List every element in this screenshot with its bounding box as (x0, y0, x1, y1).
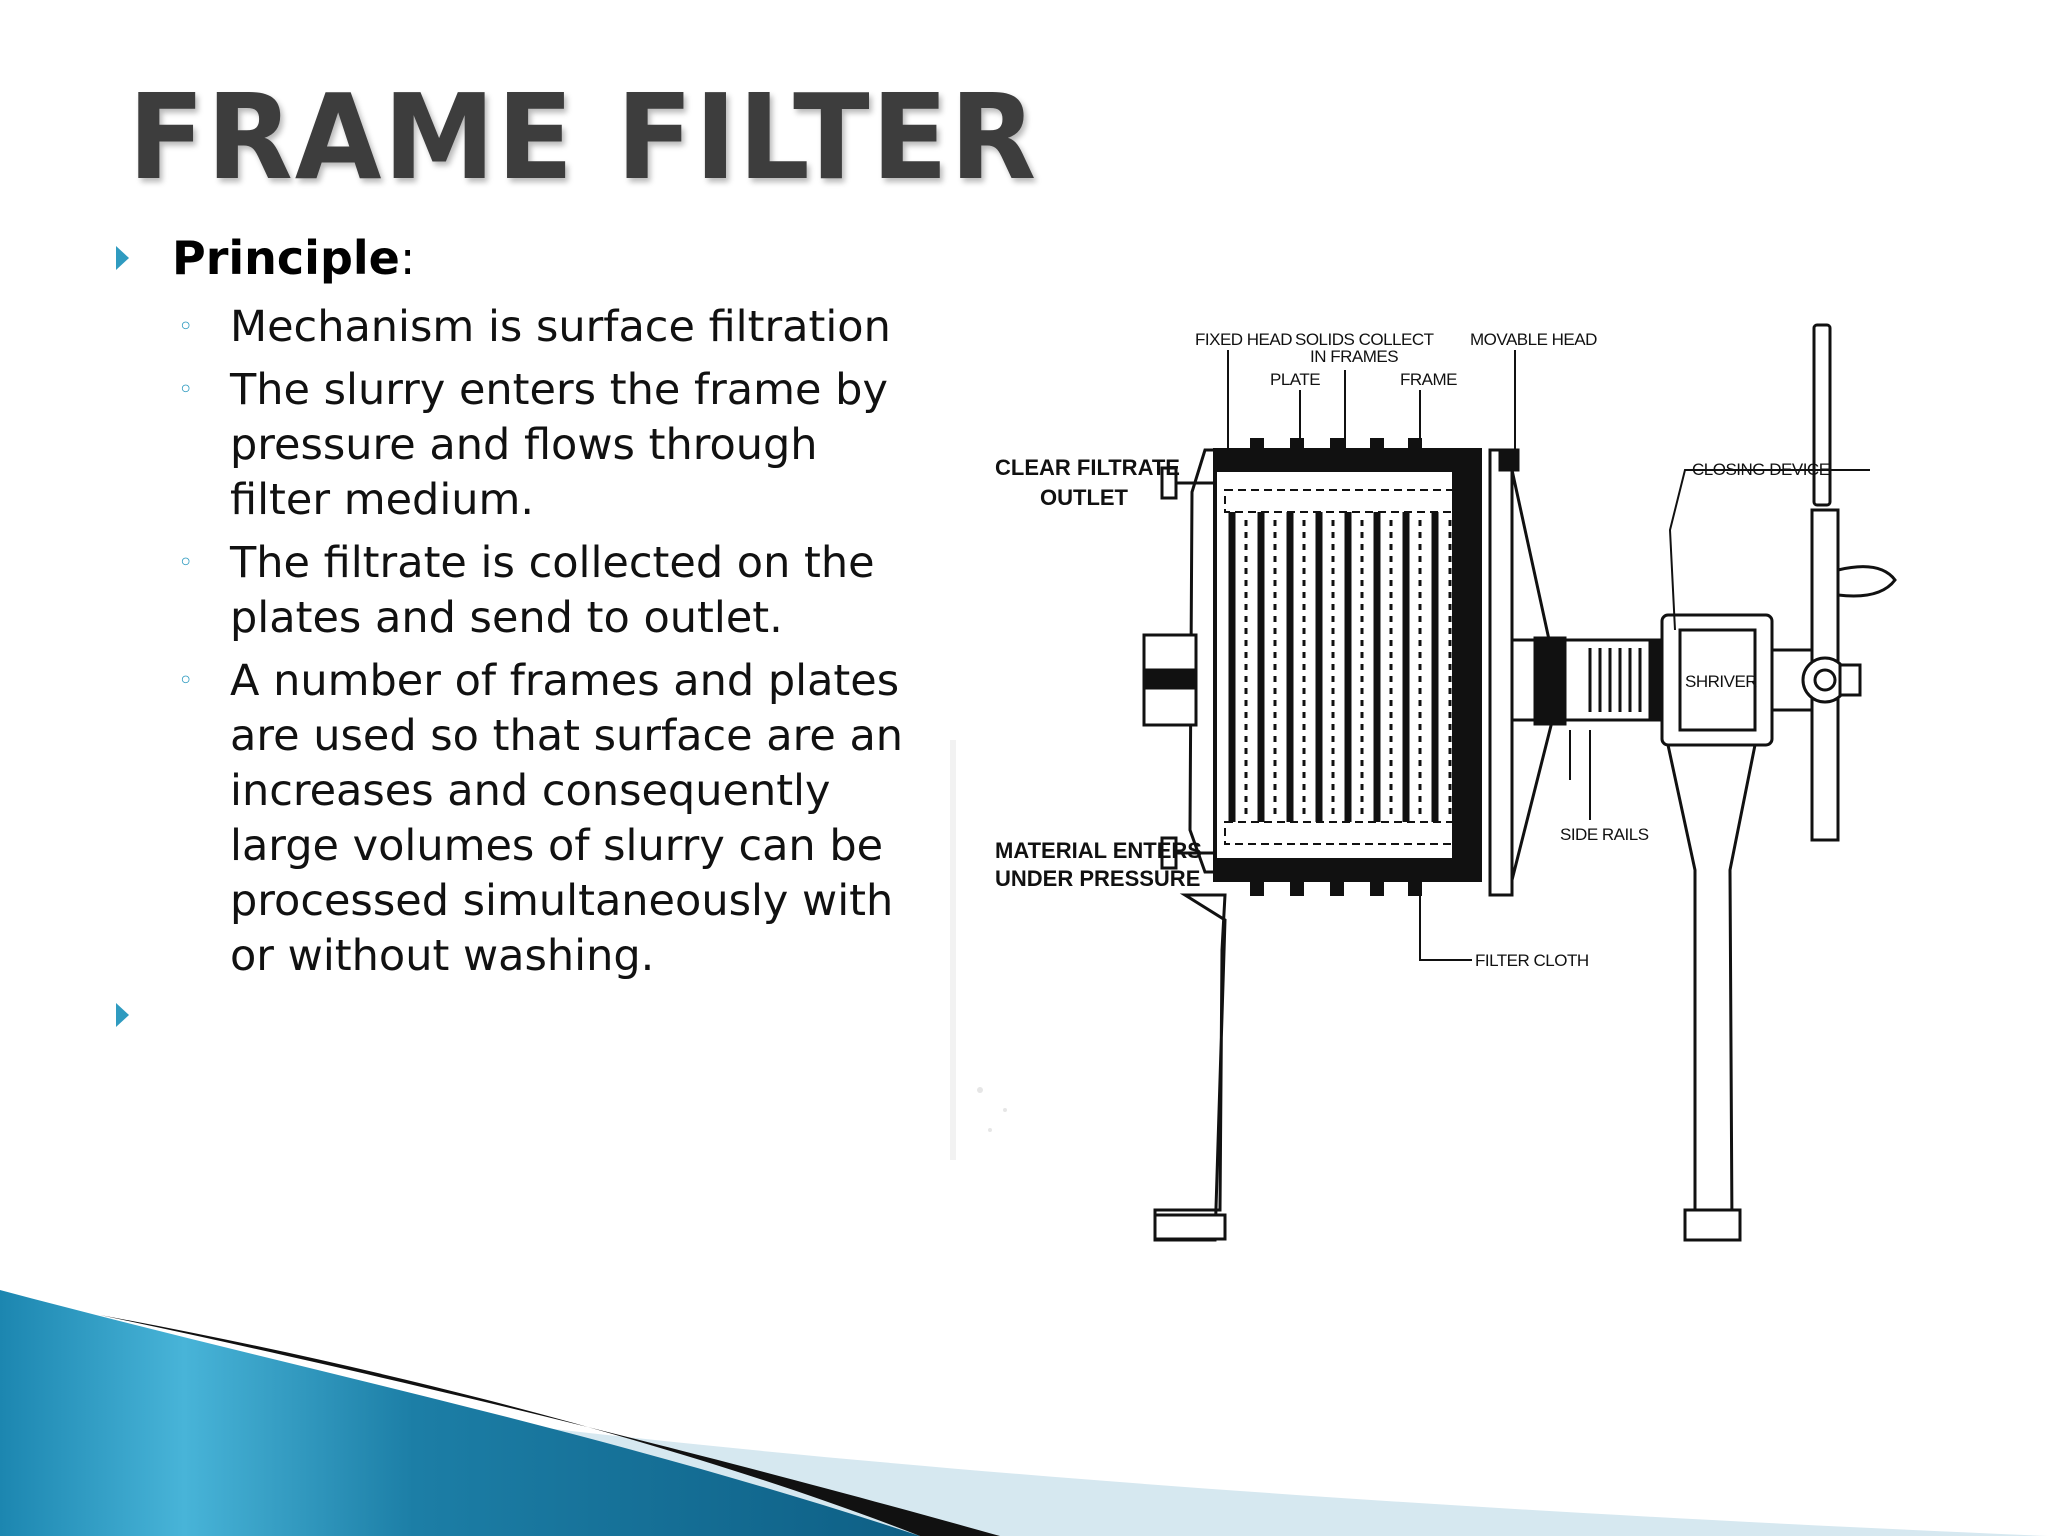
fixed-head (1142, 448, 1227, 874)
diagram-labels: FIXED HEAD SOLIDS COLLECT IN FRAMES PLAT… (995, 330, 1830, 970)
sub-bullet-icon: ◦ (178, 666, 194, 696)
slide-title: FRAME FILTER (128, 68, 1039, 206)
label-solids-collect: SOLIDS COLLECT (1295, 330, 1434, 349)
label-under-pressure: UNDER PRESSURE (995, 866, 1200, 891)
sub-bullet-line: A number of frames and plates (230, 656, 900, 706)
sub-bullet-line: pressure and flows through (230, 420, 818, 470)
sub-bullet-icon: ◦ (178, 375, 194, 405)
label-movable-head: MOVABLE HEAD (1470, 330, 1597, 349)
label-outlet: OUTLET (1040, 485, 1129, 510)
principle-label: Principle (172, 231, 400, 285)
decorative-swoosh (0, 1290, 2048, 1536)
label-in-frames: IN FRAMES (1310, 347, 1398, 366)
sub-bullet-icon: ◦ (178, 548, 194, 578)
label-closing-device: CLOSING DEVICE (1692, 460, 1830, 479)
sub-bullet-icon: ◦ (178, 312, 194, 342)
label-fixed-head: FIXED HEAD (1195, 330, 1292, 349)
plate-frame-pack (1213, 438, 1482, 896)
label-leader-lines (1227, 350, 1870, 961)
principle-sub-bullets: ◦ Mechanism is surface filtration ◦ The slu… (0, 300, 920, 992)
sub-bullet-line: or without washing. (230, 931, 655, 981)
scan-marks (950, 740, 1007, 1160)
sub-bullet-line: large volumes of slurry can be (230, 821, 884, 871)
slide-content: Principle: ◦ Mechanism is surface filtrat… (0, 0, 920, 1100)
label-clear-filtrate: CLEAR FILTRATE (995, 455, 1180, 480)
sub-bullet-line: are used so that surface are an (230, 711, 904, 761)
sub-bullet-line: The slurry enters the frame by (230, 365, 888, 415)
sub-bullet-line: increases and consequently (230, 766, 831, 816)
closing-device (1510, 323, 1897, 842)
sub-bullet-line: plates and send to outlet. (230, 593, 783, 643)
label-side-rails: SIDE RAILS (1560, 825, 1649, 844)
sub-bullet-line: filter medium. (230, 475, 535, 525)
sub-bullet-line: Mechanism is surface filtration (230, 302, 891, 352)
label-material-enters: MATERIAL ENTERS (995, 838, 1202, 863)
filter-press-diagram: FIXED HEAD SOLIDS COLLECT IN FRAMES PLAT… (950, 323, 1897, 1242)
principle-heading: Principle: (172, 235, 415, 281)
sub-bullet-item: ◦ Mechanism is surface filtration (0, 300, 920, 355)
label-plate: PLATE (1270, 370, 1320, 389)
empty-bullet-arrow-icon (116, 1003, 129, 1027)
principle-colon: : (399, 231, 416, 285)
sub-bullet-line: The filtrate is collected on the (230, 538, 875, 588)
bullet-arrow-icon (116, 246, 129, 270)
press-legs (1153, 743, 1757, 1242)
label-shriver: SHRIVER (1685, 672, 1757, 691)
label-filter-cloth: FILTER CLOTH (1475, 951, 1589, 970)
pipe-connections (1160, 466, 1215, 870)
sub-bullet-line: processed simultaneously with (230, 876, 894, 926)
label-frame: FRAME (1400, 370, 1457, 389)
